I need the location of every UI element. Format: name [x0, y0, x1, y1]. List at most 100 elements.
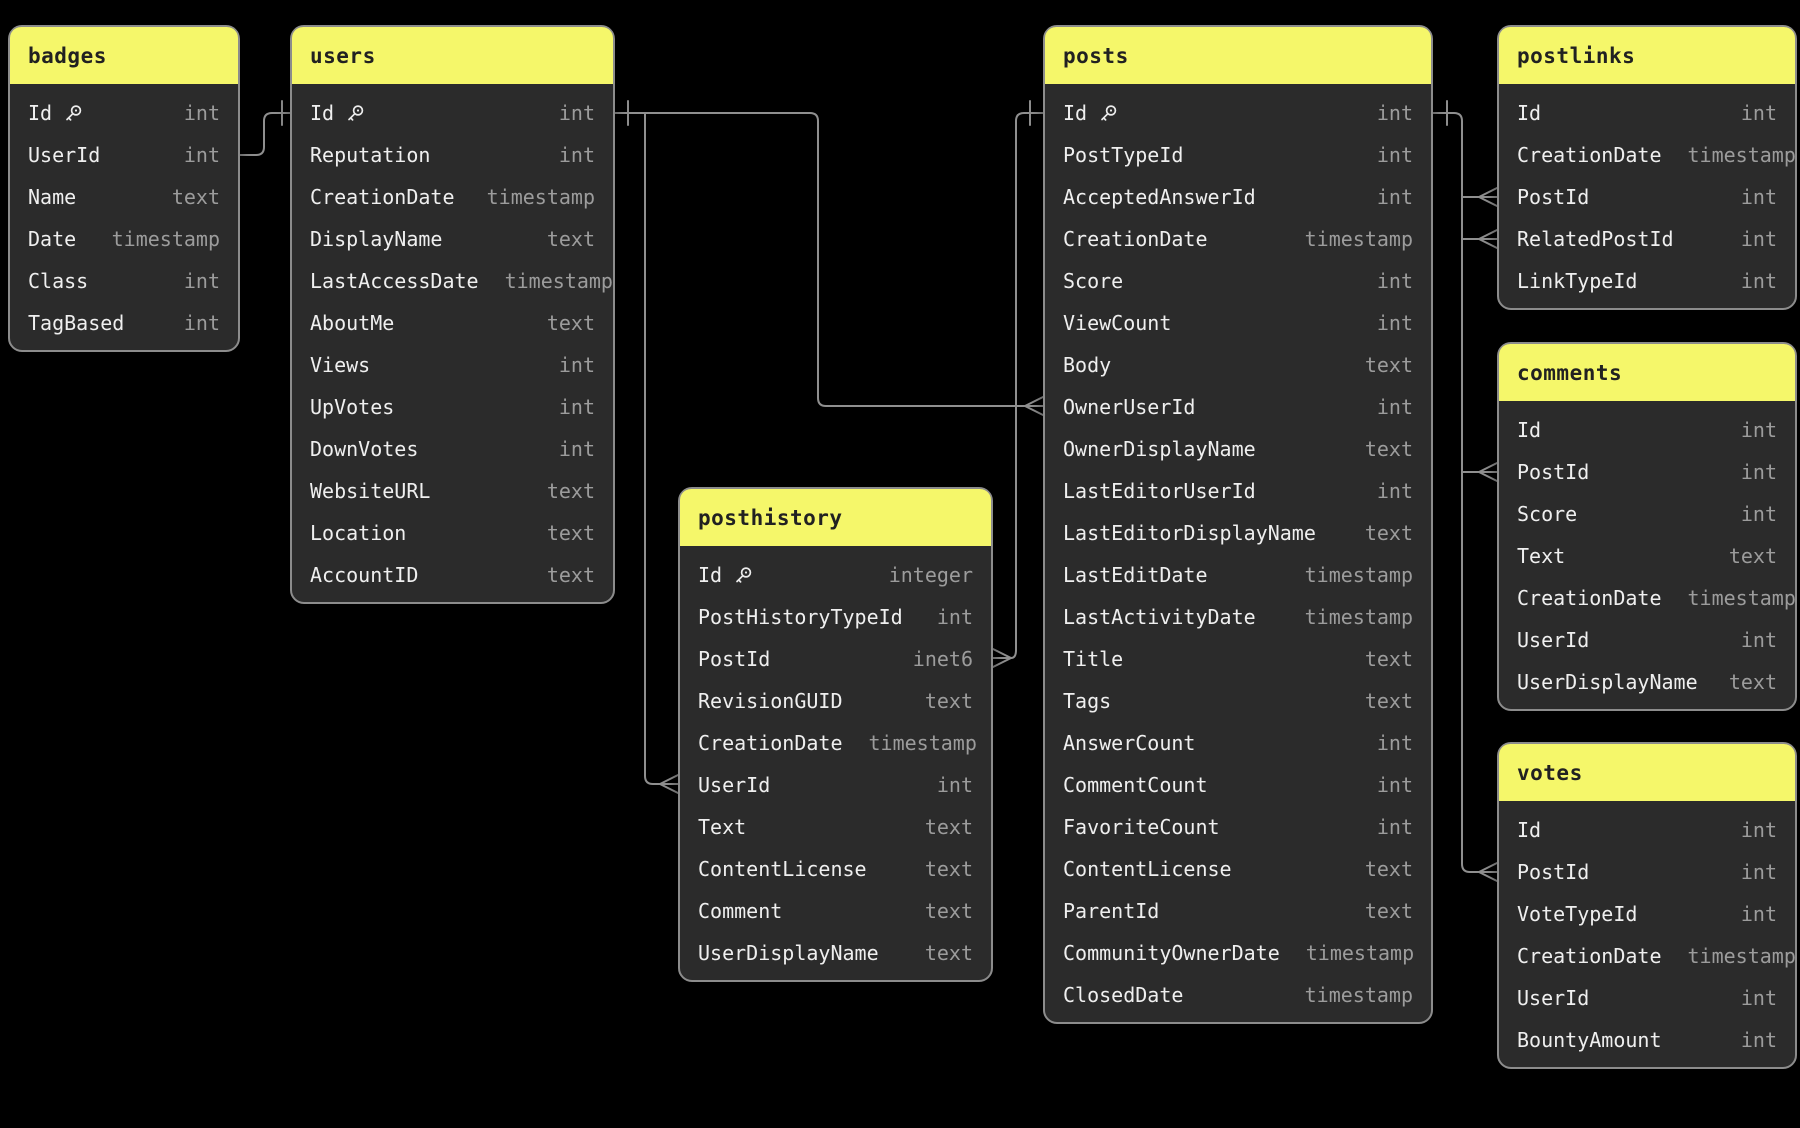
- edge-posts-id-to-posthistory-postid[interactable]: [992, 100, 1043, 668]
- table-header-users[interactable]: users: [292, 27, 613, 84]
- field-name: Date: [28, 227, 77, 251]
- edge-users-id-to-posts-owneruserid[interactable]: [615, 100, 1044, 416]
- table-header-posts[interactable]: posts: [1045, 27, 1431, 84]
- table-header-comments[interactable]: comments: [1499, 344, 1795, 401]
- edge-posts-id-to-postlinks-postid[interactable]: [1433, 100, 1498, 207]
- edge-posts-id-to-postlinks-relatedpostid[interactable]: [1461, 197, 1498, 249]
- table-header-postlinks[interactable]: postlinks: [1499, 27, 1795, 84]
- edge-users-id-to-posthistory-userid[interactable]: [644, 113, 679, 794]
- field-name: Score: [1063, 269, 1124, 293]
- table-header-votes[interactable]: votes: [1499, 744, 1795, 801]
- table-header-badges[interactable]: badges: [10, 27, 238, 84]
- edge-posts-id-to-votes-postid[interactable]: [1461, 472, 1498, 882]
- field-name: ParentId: [1063, 899, 1160, 923]
- edge-posts-id-to-comments-postid[interactable]: [1461, 239, 1498, 482]
- table-header-posthistory[interactable]: posthistory: [680, 489, 991, 546]
- field-type: integer: [888, 563, 973, 587]
- field-type: int: [1740, 460, 1777, 484]
- field-type: text: [546, 479, 595, 503]
- field-name: Name: [28, 185, 77, 209]
- many-marker-prong: [1478, 229, 1498, 240]
- field-name: UserId: [28, 143, 101, 167]
- field-name: ContentLicense: [698, 857, 867, 881]
- edge-badges-userid-to-users-id[interactable]: [240, 100, 290, 156]
